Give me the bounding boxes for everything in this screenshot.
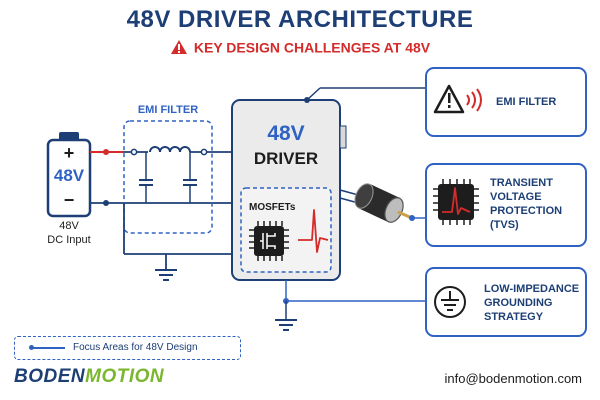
callout-line: PROTECTION	[490, 205, 563, 217]
switching-spike-icon	[298, 209, 329, 253]
motor-icon	[339, 183, 413, 223]
warning-emi-icon	[433, 84, 482, 114]
driver-title-voltage: 48V	[267, 122, 305, 145]
driver-title: DRIVER	[253, 149, 319, 168]
callout-emi-filter	[425, 67, 587, 137]
subtitle: KEY DESIGN CHALLENGES AT 48V	[0, 38, 600, 55]
warning-icon	[170, 40, 187, 55]
driver-connector	[339, 125, 347, 149]
legend-marker-line	[33, 347, 65, 349]
callout-grounding	[425, 267, 587, 337]
callout-grounding-text: LOW-IMPEDANCE GROUNDING STRATEGY	[484, 282, 579, 324]
page-title: 48V DRIVER ARCHITECTURE	[126, 6, 474, 33]
ground-symbol	[275, 319, 297, 331]
legend-label: Focus Areas for 48V Design	[73, 342, 198, 353]
transient-spike-icon	[433, 179, 479, 225]
emi-filter-box	[123, 120, 213, 234]
callout-line: GROUNDING	[484, 297, 553, 309]
callout-dot	[304, 97, 310, 103]
battery-voltage: 48V	[53, 166, 85, 185]
battery-caption-input: DC Input	[47, 234, 91, 246]
callout-dot	[409, 215, 415, 221]
callout-line: (TVS)	[490, 219, 519, 231]
filter-node	[200, 148, 208, 156]
inductor-icon	[148, 146, 191, 157]
battery-plus-sign: +	[63, 143, 75, 163]
ground-symbol	[155, 269, 177, 281]
legend: Focus Areas for 48V Design	[14, 336, 241, 360]
chip-icon	[249, 221, 289, 261]
subtitle-text: KEY DESIGN CHALLENGES AT 48V	[193, 39, 431, 56]
negative-node	[103, 200, 109, 206]
battery-minus-sign: −	[63, 190, 75, 210]
capacitor-icon	[183, 152, 197, 203]
callout-line: VOLTAGE	[490, 191, 542, 203]
legend-marker-dot	[29, 345, 34, 350]
positive-node	[103, 149, 109, 155]
callout-line: STRATEGY	[484, 311, 544, 323]
contact-email[interactable]: info@bodenmotion.com	[444, 371, 583, 386]
company-logo: BODENMOTION	[14, 366, 164, 388]
logo-text-part1: BODEN	[14, 366, 86, 387]
callout-line: TRANSIENT	[490, 177, 553, 189]
ground-icon	[434, 286, 466, 318]
emi-filter-label: EMI FILTER	[137, 104, 199, 116]
callout-tvs-text: TRANSIENT VOLTAGE PROTECTION (TVS)	[490, 176, 562, 232]
battery-caption-voltage: 48V	[59, 220, 79, 232]
filter-node	[130, 148, 138, 156]
callout-emi-filter-text: EMI FILTER	[496, 95, 556, 109]
mosfet-label: MOSFETs	[249, 202, 296, 213]
callout-line: LOW-IMPEDANCE	[484, 283, 580, 295]
battery-icon	[46, 132, 92, 218]
capacitor-icon	[139, 152, 153, 203]
callout-line: EMI FILTER	[496, 96, 557, 108]
logo-text-part2: MOTION	[85, 366, 165, 387]
